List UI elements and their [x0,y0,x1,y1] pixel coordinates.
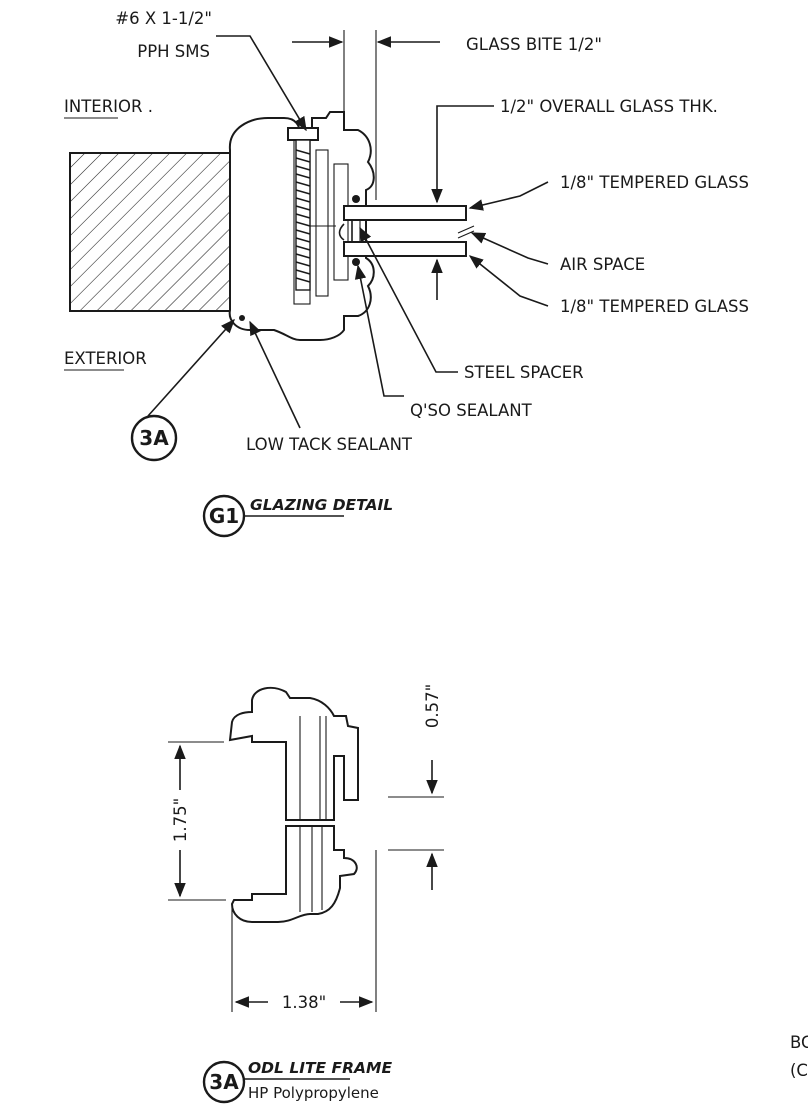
label-screw-type: PPH SMS [137,42,210,61]
label-overall-thk: 1/2" OVERALL GLASS THK. [500,97,718,116]
overall-thk-leader-top [431,105,494,204]
ref-bubble-3a-text: 3A [139,426,169,450]
label-low-tack: LOW TACK SEALANT [246,435,413,454]
frame-chamber-2 [315,149,329,297]
sealant-bead-top [352,195,360,203]
label-steel-spacer: STEEL SPACER [464,363,584,382]
leader-air-space [470,232,549,265]
edge-text-line-1: BC [790,1033,808,1052]
lite-frame-detail: 1.75" 1.38" 0.57" 3A ODL LITE FRAME HP P… [168,684,444,1104]
label-screw-size: #6 X 1-1/2" [115,9,212,28]
lite-frame-lower-profile [230,825,358,923]
ref-bubble-3a [130,414,178,462]
title-bubble-3a-text: 3A [209,1070,239,1094]
label-tempered-bottom: 1/8" TEMPERED GLASS [560,297,749,316]
title-odl-lite-frame: ODL LITE FRAME [248,1059,392,1077]
leader-tempered-bottom [468,255,549,307]
leader-screw [216,35,307,132]
glazing-detail: #6 X 1-1/2" PPH SMS INTERIOR . EXTERIOR … [64,9,749,538]
frame-chamber-3 [333,163,349,281]
subtitle-material: HP Polypropylene [248,1084,379,1102]
label-glass-bite: GLASS BITE 1/2" [466,35,602,54]
label-tempered-top: 1/8" TEMPERED GLASS [560,173,749,192]
label-exterior: EXTERIOR [64,349,147,368]
dim-bite-text: 0.57" [423,684,442,728]
leader-tempered-top [468,181,549,211]
title-bubble-g1-text: G1 [209,504,239,528]
label-air-space: AIR SPACE [560,255,645,274]
title-glazing-detail: GLAZING DETAIL [250,496,393,514]
title-bubble-3a [202,1060,246,1104]
edge-text-line-2: (C [790,1061,808,1080]
low-tack-bead [239,315,245,321]
leader-low-tack [249,320,301,429]
leader-qso-sealant [354,264,404,397]
dim-width-text: 1.38" [282,993,326,1012]
insulated-glass-unit [239,195,475,321]
leader-ref-3a [147,318,235,417]
label-interior: INTERIOR . [64,97,153,116]
dim-height-text: 1.75" [171,798,190,842]
lite-frame-upper-profile [228,686,359,821]
leader-steel-spacer [359,226,458,373]
sealant-bead-bottom [352,258,360,266]
label-qso-sealant: Q'SO SEALANT [410,401,533,420]
